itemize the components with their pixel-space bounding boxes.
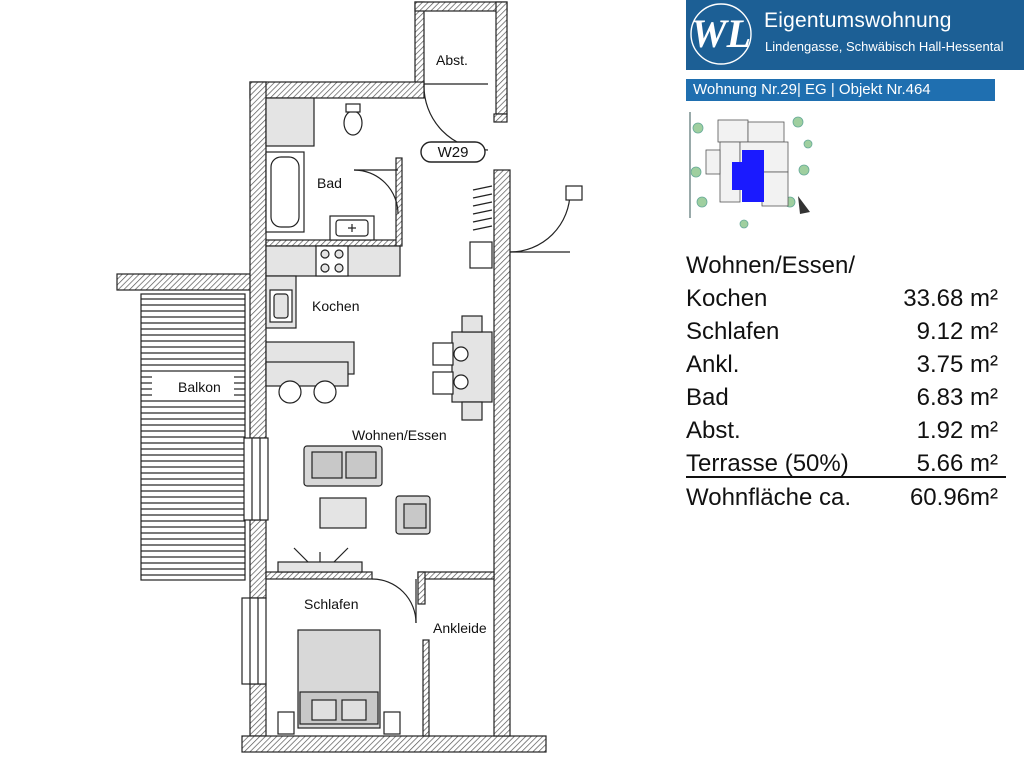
area-row: Terrasse (50%) 5.66 m² <box>686 447 1006 480</box>
room-label-bad: Bad <box>317 175 342 191</box>
area-name: Bad <box>686 384 729 411</box>
area-name: Kochen <box>686 285 768 312</box>
site-location-map <box>686 110 814 230</box>
company-logo: WL <box>690 3 752 65</box>
unit-highlight <box>742 150 764 202</box>
room-label-ankleide: Ankleide <box>433 620 487 636</box>
floor-plan: W29 Abst. Bad Kochen Balkon Wohnen/Essen… <box>116 1 583 753</box>
doors <box>353 83 583 624</box>
logo-letters: WL <box>691 11 751 56</box>
area-table: Wohnen/Essen/ Kochen 33.68 m² Schlafen 9… <box>686 252 1006 514</box>
living-furniture <box>303 445 431 535</box>
area-row: Ankl. 3.75 m² <box>686 348 1006 381</box>
area-row: Kochen 33.68 m² <box>686 282 1006 315</box>
area-row: Schlafen 9.12 m² <box>686 315 1006 348</box>
area-value: 5.66 m² <box>916 450 998 477</box>
room-label-abst: Abst. <box>436 52 468 68</box>
header-banner <box>686 0 1024 70</box>
entry-radiator <box>469 185 493 269</box>
room-label-balkon: Balkon <box>178 379 221 395</box>
area-name: Terrasse (50%) <box>686 450 849 477</box>
total-value: 60.96m² <box>909 484 998 511</box>
area-heading: Wohnen/Essen/ <box>686 252 855 279</box>
total-name: Wohnfläche ca. <box>686 484 851 511</box>
balcony <box>116 273 258 581</box>
area-value: 9.12 m² <box>916 318 998 345</box>
room-label-kochen: Kochen <box>312 298 359 314</box>
area-name: Schlafen <box>686 318 780 345</box>
area-value: 1.92 m² <box>916 417 998 444</box>
area-value: 3.75 m² <box>916 351 998 378</box>
windows <box>241 437 269 685</box>
page-title: Eigentumswohnung <box>764 9 952 32</box>
bathroom-fixtures <box>265 97 375 241</box>
area-total-row: Wohnfläche ca. 60.96m² <box>686 480 1006 514</box>
area-name: Abst. <box>686 417 741 444</box>
unit-info-bar: Wohnung Nr.29| EG | Objekt Nr.464 <box>686 79 995 101</box>
area-row: Bad 6.83 m² <box>686 381 1006 414</box>
dining-table <box>432 315 493 421</box>
area-heading-row: Wohnen/Essen/ <box>686 252 1006 282</box>
area-value: 6.83 m² <box>916 384 998 411</box>
door-tag-label: W29 <box>438 144 469 161</box>
tv-unit <box>277 547 363 573</box>
room-label-wohnen: Wohnen/Essen <box>352 427 447 443</box>
sum-divider <box>686 476 1006 478</box>
door-tag: W29 <box>420 141 486 163</box>
page-subtitle: Lindengasse, Schwäbisch Hall-Hessental <box>765 39 1004 54</box>
area-value: 33.68 m² <box>903 285 998 312</box>
area-name: Ankl. <box>686 351 740 378</box>
area-row: Abst. 1.92 m² <box>686 414 1006 447</box>
room-label-schlafen: Schlafen <box>304 596 358 612</box>
bed <box>277 629 401 735</box>
kitchen-fixtures <box>265 245 401 404</box>
